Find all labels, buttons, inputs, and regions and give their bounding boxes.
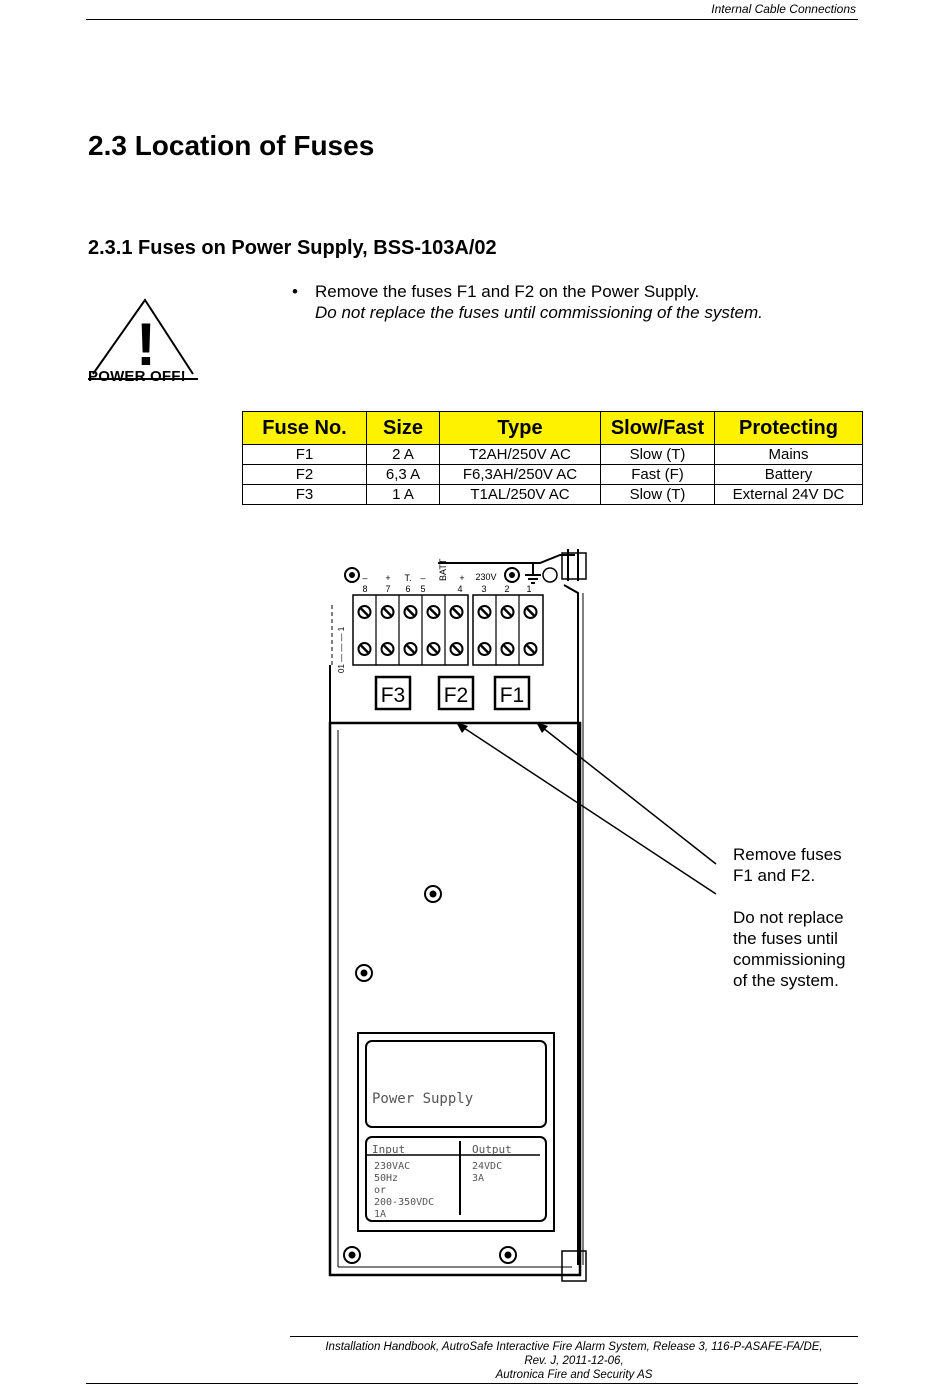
terminal-number: 7 [385, 584, 390, 594]
subsection-heading: 2.3.1 Fuses on Power Supply, BSS-103A/02 [88, 237, 497, 259]
callout-line: of the system. [733, 971, 839, 990]
input-line: 1A [374, 1209, 386, 1220]
fuse-label-f2: F2 [444, 684, 469, 707]
terminal-screw-slot [405, 644, 416, 654]
terminal-screw-slot [451, 607, 462, 617]
output-line: 24VDC [472, 1161, 502, 1172]
terminal-screw-icons [357, 605, 538, 656]
running-header: Internal Cable Connections [711, 2, 856, 16]
cell-slow-fast: Slow (T) [600, 484, 715, 505]
terminal-number: 5 [420, 584, 425, 594]
instruction-line-1: Remove the fuses F1 and F2 on the Power … [315, 282, 700, 301]
cell-size: 2 A [366, 444, 440, 465]
footer-rule-top [290, 1336, 858, 1337]
input-line: 200-350VDC [374, 1197, 434, 1208]
footer-rule-bottom [86, 1383, 858, 1384]
fuse-table: Fuse No. Size Type Slow/Fast Protecting … [242, 411, 863, 505]
ground-icon [525, 563, 541, 584]
batt-label: BATT [438, 558, 448, 581]
power-supply-diagram: – + T. – + 8 7 6 5 4 3 2 1 230V BATT 01 … [328, 549, 587, 1282]
terminal-screw-slot [382, 607, 393, 617]
col-header-fuse-no: Fuse No. [242, 411, 367, 445]
col-header-size: Size [366, 411, 440, 445]
power-off-strike [88, 378, 198, 380]
terminal-sign-4: – [420, 573, 425, 583]
footer-line-1: Installation Handbook, AutroSafe Interac… [325, 1341, 823, 1353]
callout-line: commissioning [733, 950, 846, 969]
cell-type: F6,3AH/250V AC [439, 464, 601, 485]
terminal-number: 6 [405, 584, 410, 594]
terminal-number: 4 [457, 584, 462, 594]
table-row: F3 1 A T1AL/250V AC Slow (T) External 24… [242, 484, 863, 505]
terminal-sign-5: + [459, 573, 464, 583]
terminal-screw-slot [502, 607, 513, 617]
cell-size: 1 A [366, 484, 440, 505]
input-line: or [374, 1185, 386, 1196]
module-title: Power Supply [372, 1091, 473, 1107]
footer-line-3: Autronica Fire and Security AS [495, 1369, 653, 1381]
terminal-screw-slot [359, 644, 370, 654]
terminal-number: 8 [362, 584, 367, 594]
terminal-screw-slot [359, 607, 370, 617]
footer-line-2: Rev. J, 2011-12-06, [524, 1355, 624, 1367]
fuse-label-f1: F1 [500, 684, 525, 707]
screw-icons [343, 567, 558, 1264]
input-header: Input [372, 1143, 405, 1156]
cell-slow-fast: Slow (T) [600, 444, 715, 465]
callout-line: F1 and F2. [733, 866, 816, 885]
col-header-slow-fast: Slow/Fast [600, 411, 715, 445]
terminal-screw-slot [451, 644, 462, 654]
terminal-screw-slot [479, 607, 490, 617]
terminal-screw-slot [428, 607, 439, 617]
terminal-screw-slot [479, 644, 490, 654]
footer: Installation Handbook, AutroSafe Interac… [290, 1340, 858, 1382]
terminal-sign-2: + [385, 573, 390, 583]
terminal-screw-slot [382, 644, 393, 654]
warning-triangle-icon: ! [92, 298, 194, 378]
terminal-screw-slot [502, 644, 513, 654]
callout-line: Remove fuses [733, 845, 842, 864]
bullet-dot: • [292, 282, 298, 301]
table-row: F1 2 A T2AH/250V AC Slow (T) Mains [242, 444, 863, 465]
output-line: 3A [472, 1173, 484, 1184]
terminal-screw-slot [525, 607, 536, 617]
terminal-number: 1 [526, 584, 531, 594]
callout-line: Do not replace [733, 908, 844, 927]
callout-line: the fuses until [733, 929, 838, 948]
terminal-number: 3 [481, 584, 486, 594]
terminal-screw-slot [428, 644, 439, 654]
section-heading: 2.3 Location of Fuses [88, 130, 375, 161]
terminal-sign-1: – [362, 573, 367, 583]
input-line: 230VAC [374, 1161, 410, 1172]
warning-exclamation: ! [136, 311, 156, 378]
input-line: 50Hz [374, 1173, 398, 1184]
col-header-protecting: Protecting [714, 411, 863, 445]
cell-protecting: Mains [714, 444, 863, 465]
terminal-sign-3: T. [404, 573, 411, 583]
cell-fuse-no: F3 [242, 484, 367, 505]
cell-type: T1AL/250V AC [439, 484, 601, 505]
terminal-number: 2 [504, 584, 509, 594]
output-header: Output [472, 1143, 512, 1156]
terminal-screw-slot [405, 607, 416, 617]
mains-label: 230V [475, 572, 496, 582]
power-off-label: POWER OFF! [88, 368, 186, 385]
header-rule [86, 19, 858, 20]
power-off-suffix: ! [180, 368, 186, 385]
cell-size: 6,3 A [366, 464, 440, 485]
col-header-type: Type [439, 411, 601, 445]
terminal-screw-slot [525, 644, 536, 654]
side-label: 01 — — — 1 [337, 626, 346, 673]
cell-protecting: External 24V DC [714, 484, 863, 505]
instruction-line-2: Do not replace the fuses until commissio… [315, 303, 763, 322]
power-off-text: POWER OFF [88, 368, 181, 385]
fuse-callout: Remove fuses F1 and F2. Do not replace t… [733, 844, 845, 991]
fuse-label-f3: F3 [381, 684, 406, 707]
fuse-table-header-row: Fuse No. Size Type Slow/Fast Protecting [242, 411, 863, 445]
